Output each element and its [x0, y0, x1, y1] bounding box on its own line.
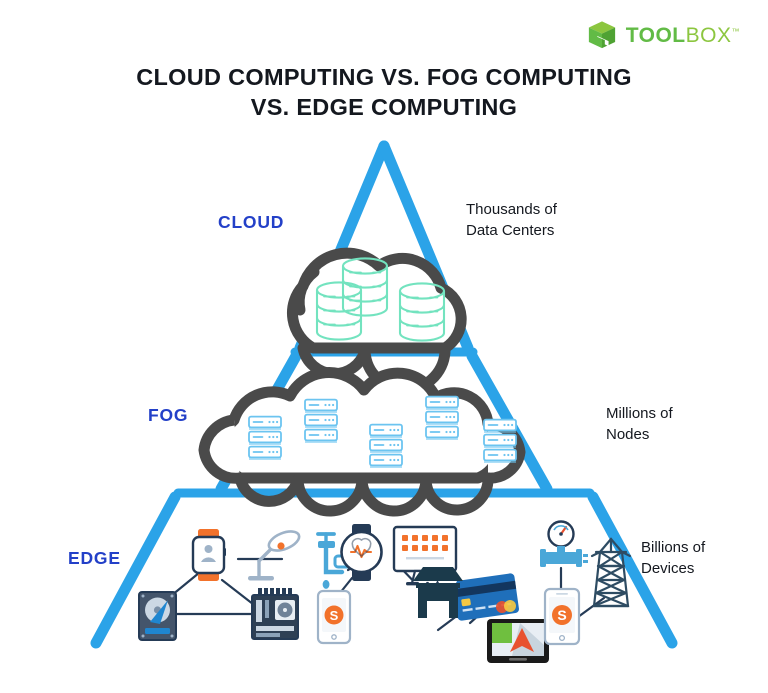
tier-description-fog: Millions of Nodes: [606, 403, 673, 446]
logo-text-tool: TOOL: [625, 23, 686, 47]
server-rack-icon: [370, 425, 402, 468]
tier-label-cloud: CLOUD: [218, 212, 285, 232]
smartphone-payment-icon: S: [543, 587, 581, 646]
svg-text:S: S: [330, 608, 339, 623]
power-transmission-tower-icon: [590, 537, 632, 608]
tier-label-fog: FOG: [148, 405, 189, 425]
tier-description-fog-line-2: Nodes: [606, 426, 650, 444]
server-rack-icon: [426, 397, 458, 440]
toolbox-wordmark: TOOLBOX™: [626, 25, 740, 46]
desk-lamp-icon: [248, 530, 301, 581]
tier-description-edge-line-2: Devices: [641, 560, 695, 578]
page-title-line-1: CLOUD COMPUTING VS. FOG COMPUTING: [136, 64, 632, 90]
motherboard-icon: [251, 588, 299, 640]
svg-text:S: S: [557, 607, 566, 623]
cloud-tier-cloud-icon: [286, 247, 467, 395]
tier-description-cloud-line-2: Data Centers: [466, 222, 555, 240]
tier-description-cloud-line-1: Thousands of: [466, 201, 557, 218]
trademark-symbol: ™: [731, 26, 740, 36]
fog-tier-cloud-icon: [198, 367, 526, 517]
server-rack-icon: [249, 417, 281, 460]
gps-navigation-tablet-icon: [487, 619, 549, 663]
logo-text-box: BOX: [685, 23, 732, 47]
fitness-watch-icon: [340, 524, 383, 581]
smartwatch-icon: [191, 529, 226, 581]
storefront-icon: [413, 567, 463, 618]
toolbox-logo: TOOLBOX™: [587, 20, 740, 50]
tier-description-fog-line-1: Millions of: [606, 405, 673, 422]
smartphone-payment-icon: S: [316, 589, 352, 645]
credit-card-icon: [453, 573, 519, 621]
tier-label-edge: EDGE: [68, 548, 121, 568]
green-cube-box-icon: [588, 21, 615, 49]
tier-description-edge: Billions of Devices: [641, 537, 705, 580]
pressure-gauge-valve-icon: [540, 520, 588, 567]
tier-description-edge-line-1: Billions of: [641, 539, 706, 556]
tier-description-cloud: Thousands of Data Centers: [466, 199, 557, 242]
hard-drive-icon: [138, 591, 177, 641]
server-rack-icon: [305, 400, 337, 443]
page-title-line-2: VS. EDGE COMPUTING: [250, 94, 518, 121]
page-title: CLOUD COMPUTING VS. FOG COMPUTING VS. ED…: [0, 62, 768, 122]
server-rack-icon: [484, 420, 516, 463]
edge-device-network: S: [138, 520, 632, 663]
